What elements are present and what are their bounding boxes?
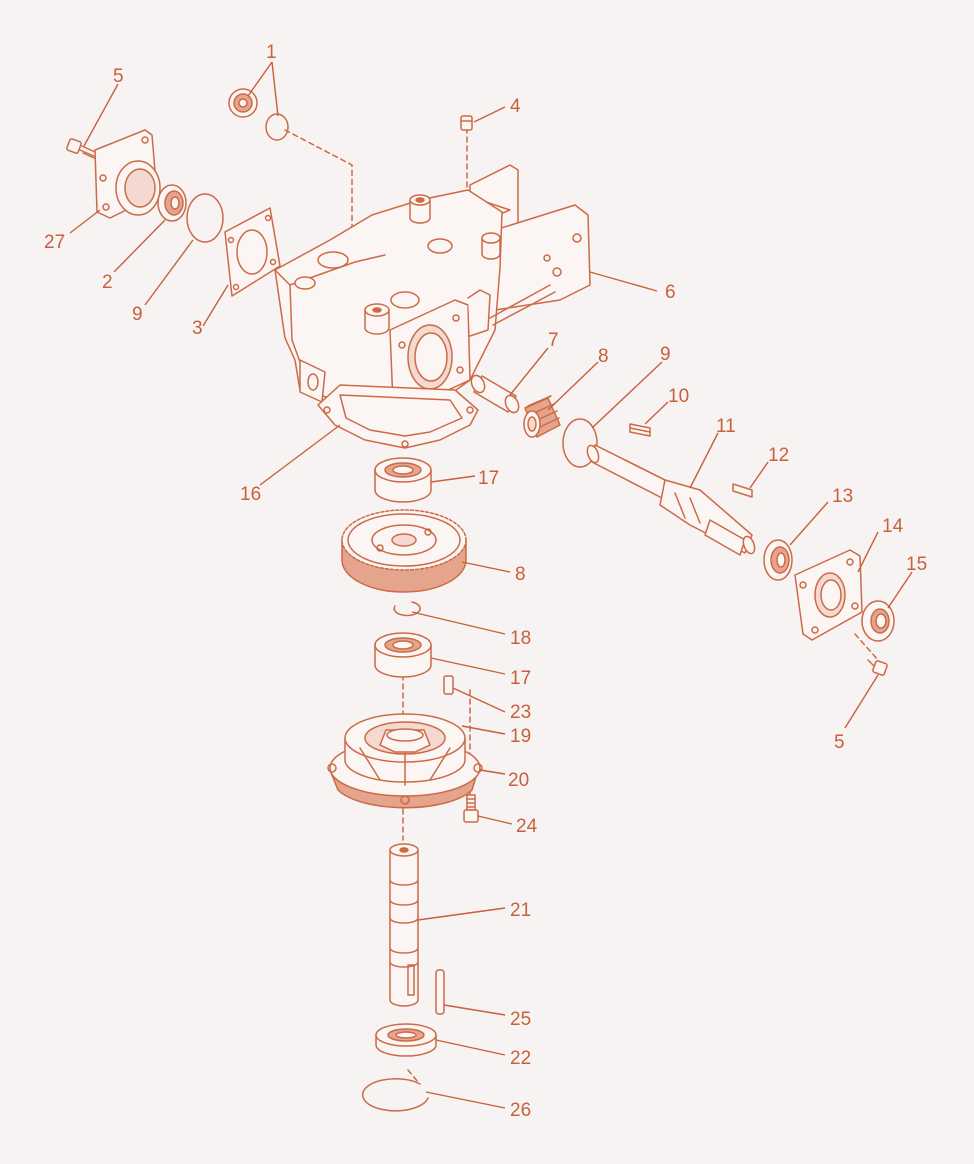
label-part-11: 11 — [716, 416, 736, 437]
label-part-15: 15 — [906, 554, 927, 575]
label-part-6: 6 — [665, 282, 676, 303]
label-part-14: 14 — [882, 516, 904, 537]
label-part-3: 3 — [192, 318, 203, 339]
bolt-part-5-top — [66, 138, 97, 159]
seal-part-22 — [375, 1023, 437, 1057]
bearing-part-13 — [763, 539, 793, 581]
label-part-1: 1 — [266, 42, 277, 63]
oring-part-9-right — [562, 418, 598, 468]
label-part-21: 21 — [510, 900, 531, 921]
label-part-4: 4 — [510, 96, 521, 117]
key-part-23 — [443, 675, 454, 695]
circlip-part-18 — [393, 601, 421, 617]
bolt-part-5-right — [867, 659, 888, 676]
label-part-19: 19 — [510, 726, 531, 747]
label-part-25: 25 — [510, 1009, 531, 1030]
label-part-24: 24 — [516, 816, 538, 837]
label-part-2: 2 — [102, 272, 113, 293]
gearbox-housing-part-6 — [274, 164, 591, 431]
oring-part-9-left — [186, 193, 224, 243]
label-part-20: 20 — [508, 770, 529, 791]
seal-part-15 — [861, 600, 895, 642]
label-part-26: 26 — [510, 1100, 531, 1121]
label-part-17-lower: 17 — [510, 668, 531, 689]
bearing-part-2 — [157, 184, 187, 222]
label-part-9-right: 9 — [660, 344, 671, 365]
label-part-5-top: 5 — [113, 66, 124, 87]
label-part-27: 27 — [44, 232, 65, 253]
key-part-12 — [732, 483, 753, 498]
leader-lines — [69, 61, 913, 1109]
label-part-13: 13 — [832, 486, 853, 507]
label-part-10: 10 — [668, 386, 689, 407]
part-labels: 1 5 4 27 2 9 3 6 7 8 9 10 11 12 16 17 13… — [44, 42, 927, 1121]
bearing-part-17-lower — [374, 632, 432, 678]
bottom-housing-part-19-20 — [327, 713, 483, 809]
label-part-17-upper: 17 — [478, 468, 499, 489]
label-part-8-upper: 8 — [598, 346, 609, 367]
breather-part-4 — [460, 115, 473, 131]
gasket-part-3 — [224, 207, 281, 297]
sleeve-part-7 — [470, 374, 520, 414]
snap-ring-part-26 — [361, 1078, 429, 1112]
label-part-22: 22 — [510, 1048, 531, 1069]
label-part-7: 7 — [548, 330, 559, 351]
key-part-25 — [435, 969, 445, 1015]
label-part-5-right: 5 — [834, 732, 845, 753]
input-shaft-part-11 — [586, 444, 756, 556]
output-shaft-part-21 — [389, 843, 419, 1007]
label-part-8-lower: 8 — [515, 564, 526, 585]
label-part-23: 23 — [510, 702, 531, 723]
worm-gear-part-8-upper — [523, 395, 561, 438]
label-part-18: 18 — [510, 628, 531, 649]
key-part-10 — [629, 423, 651, 437]
bolt-part-24 — [463, 794, 479, 823]
gasket-part-16 — [317, 384, 479, 449]
label-part-16: 16 — [240, 484, 261, 505]
bearing-part-17-upper — [374, 457, 432, 503]
label-part-9-left: 9 — [132, 304, 143, 325]
label-part-12: 12 — [768, 445, 789, 466]
plug-part-1 — [228, 88, 258, 118]
bevel-gear-part-8-lower — [341, 509, 467, 593]
end-cap-part-27 — [94, 129, 161, 219]
oring-part-1 — [265, 113, 289, 141]
flange-part-14 — [794, 549, 863, 641]
